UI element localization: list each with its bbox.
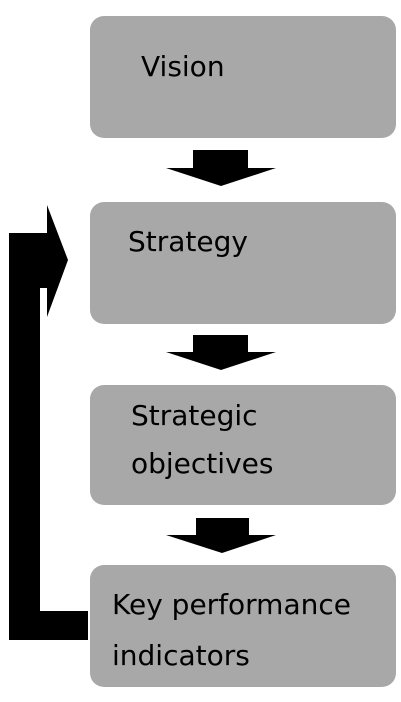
strategic-objectives-label: Strategic objectives <box>131 399 274 480</box>
vision-box: Vision <box>90 16 396 138</box>
down-arrow-2 <box>166 335 276 370</box>
strategic-objectives-box: Strategic objectives <box>90 385 396 505</box>
down-arrow-1 <box>166 150 276 186</box>
kpi-box: Key performance indicators <box>90 565 396 687</box>
feedback-loop-arrow <box>9 205 88 640</box>
vision-label: Vision <box>141 50 225 83</box>
kpi-label: Key performance indicators <box>112 588 351 672</box>
down-arrow-3 <box>166 518 276 553</box>
strategy-box: Strategy <box>90 202 396 324</box>
strategy-label: Strategy <box>128 225 248 258</box>
